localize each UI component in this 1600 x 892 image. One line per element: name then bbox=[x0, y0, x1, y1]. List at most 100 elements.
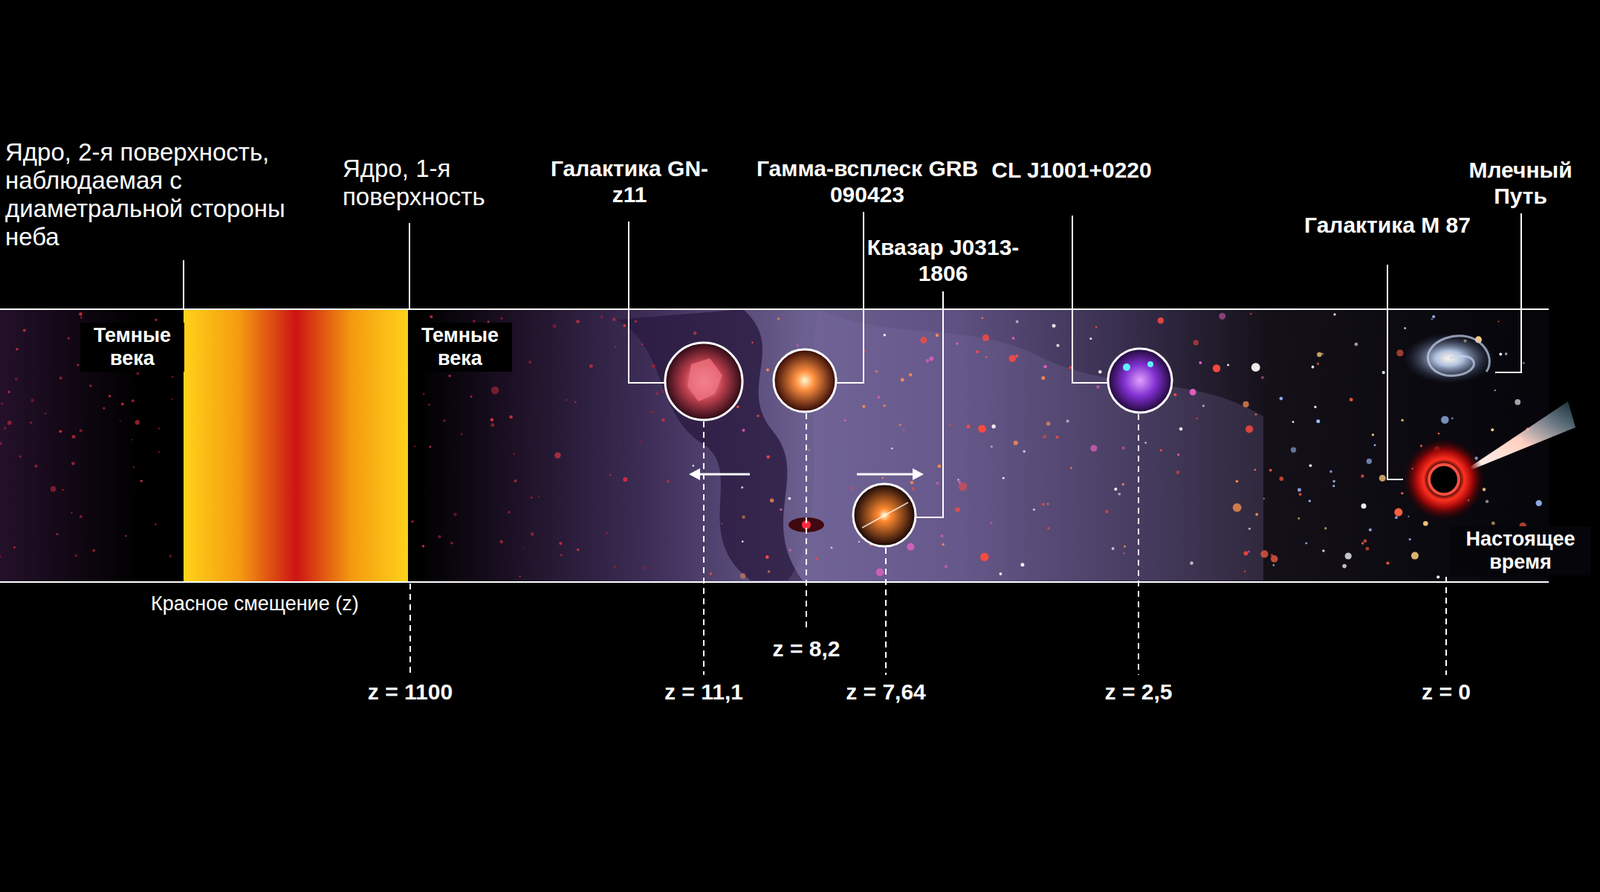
redshift-value: z = 2,5 bbox=[1079, 679, 1198, 706]
star-dot bbox=[634, 320, 637, 323]
star-dot bbox=[30, 398, 35, 403]
star-dot bbox=[1297, 517, 1300, 520]
star-dot bbox=[442, 419, 446, 423]
star-dot bbox=[1400, 419, 1404, 423]
star-dot bbox=[851, 486, 854, 489]
star-dot bbox=[611, 412, 614, 414]
star-dot bbox=[491, 386, 500, 395]
star-dot bbox=[19, 455, 22, 458]
star-dot bbox=[655, 392, 659, 396]
star-dot bbox=[1189, 561, 1194, 565]
star-dot bbox=[741, 540, 744, 543]
star-dot bbox=[1189, 388, 1197, 396]
star-dot bbox=[1349, 397, 1354, 402]
star-dot bbox=[1379, 474, 1386, 482]
star-dot bbox=[1365, 546, 1370, 551]
star-dot bbox=[1436, 575, 1440, 579]
star-dot bbox=[528, 360, 532, 364]
star-dot bbox=[977, 424, 987, 433]
star-dot bbox=[499, 539, 504, 544]
star-dot bbox=[1015, 354, 1019, 358]
star-dot bbox=[902, 429, 905, 432]
star-dot bbox=[949, 424, 952, 427]
star-dot bbox=[925, 358, 930, 363]
star-dot bbox=[1279, 396, 1284, 401]
star-dot bbox=[80, 316, 82, 319]
star-dot bbox=[7, 420, 12, 426]
star-dot bbox=[906, 543, 915, 551]
star-dot bbox=[883, 333, 886, 336]
star-dot bbox=[1400, 491, 1404, 495]
star-dot bbox=[1032, 508, 1036, 511]
star-dot bbox=[1360, 474, 1364, 478]
star-dot bbox=[958, 482, 968, 492]
star-dot bbox=[1070, 467, 1072, 469]
star-dot bbox=[124, 535, 128, 538]
star-dot bbox=[1160, 448, 1163, 452]
era-label: Темные века bbox=[80, 322, 185, 372]
star-dot bbox=[136, 372, 140, 376]
star-dot bbox=[1226, 363, 1230, 366]
star-dot bbox=[422, 392, 426, 395]
star-dot bbox=[1113, 487, 1117, 491]
star-dot bbox=[1309, 463, 1313, 467]
star-dot bbox=[14, 377, 18, 381]
star-dot bbox=[765, 555, 770, 559]
star-dot bbox=[875, 370, 879, 374]
star-dot bbox=[72, 434, 76, 439]
star-dot bbox=[756, 414, 759, 417]
star-dot bbox=[910, 480, 914, 484]
star-dot bbox=[1290, 447, 1297, 453]
star-dot bbox=[1255, 413, 1258, 416]
star-dot bbox=[422, 544, 425, 547]
star-dot bbox=[1015, 320, 1019, 324]
star-dot bbox=[796, 344, 799, 347]
star-dot bbox=[1316, 352, 1322, 357]
object-label: Галактика GN-z11 bbox=[540, 156, 719, 208]
star-dot bbox=[1304, 541, 1308, 544]
star-dot bbox=[622, 324, 626, 327]
star-dot bbox=[1333, 312, 1336, 316]
star-dot bbox=[935, 481, 939, 485]
star-dot bbox=[448, 374, 452, 377]
star-dot bbox=[891, 447, 894, 450]
star-dot bbox=[1299, 492, 1302, 496]
star-dot bbox=[89, 384, 93, 388]
star-dot bbox=[1403, 326, 1407, 330]
star-dot bbox=[507, 510, 511, 514]
star-dot bbox=[957, 478, 960, 481]
star-dot bbox=[1292, 420, 1295, 423]
star-dot bbox=[1011, 336, 1015, 340]
star-dot bbox=[937, 464, 941, 468]
star-dot bbox=[34, 464, 38, 468]
star-dot bbox=[490, 422, 495, 427]
star-dot bbox=[1396, 349, 1404, 356]
star-dot bbox=[955, 342, 958, 345]
star-dot bbox=[1407, 515, 1410, 518]
redshift-value: z = 8,2 bbox=[746, 636, 866, 663]
object-label: CL J1001+0220 bbox=[960, 157, 1184, 184]
star-dot bbox=[79, 428, 83, 432]
star-dot bbox=[985, 355, 987, 358]
star-dot bbox=[131, 439, 134, 441]
star-dot bbox=[1273, 564, 1276, 567]
star-dot bbox=[862, 405, 866, 408]
star-dot bbox=[1368, 528, 1372, 532]
star-dot bbox=[576, 548, 579, 551]
star-dot bbox=[908, 373, 912, 377]
star-dot bbox=[92, 549, 96, 553]
star-dot bbox=[1041, 503, 1045, 507]
star-dot bbox=[168, 554, 172, 558]
star-dot bbox=[1324, 526, 1327, 530]
star-dot bbox=[1232, 503, 1242, 513]
star-dot bbox=[1117, 492, 1121, 496]
star-dot bbox=[1056, 344, 1059, 348]
star-dot bbox=[766, 455, 770, 459]
star-dot bbox=[1316, 362, 1320, 366]
star-dot bbox=[1437, 432, 1441, 435]
star-dot bbox=[450, 541, 454, 545]
axis-label: Красное смещение (z) bbox=[150, 592, 419, 616]
star-dot bbox=[639, 440, 642, 443]
star-dot bbox=[1193, 339, 1199, 345]
star-dot bbox=[981, 317, 984, 320]
